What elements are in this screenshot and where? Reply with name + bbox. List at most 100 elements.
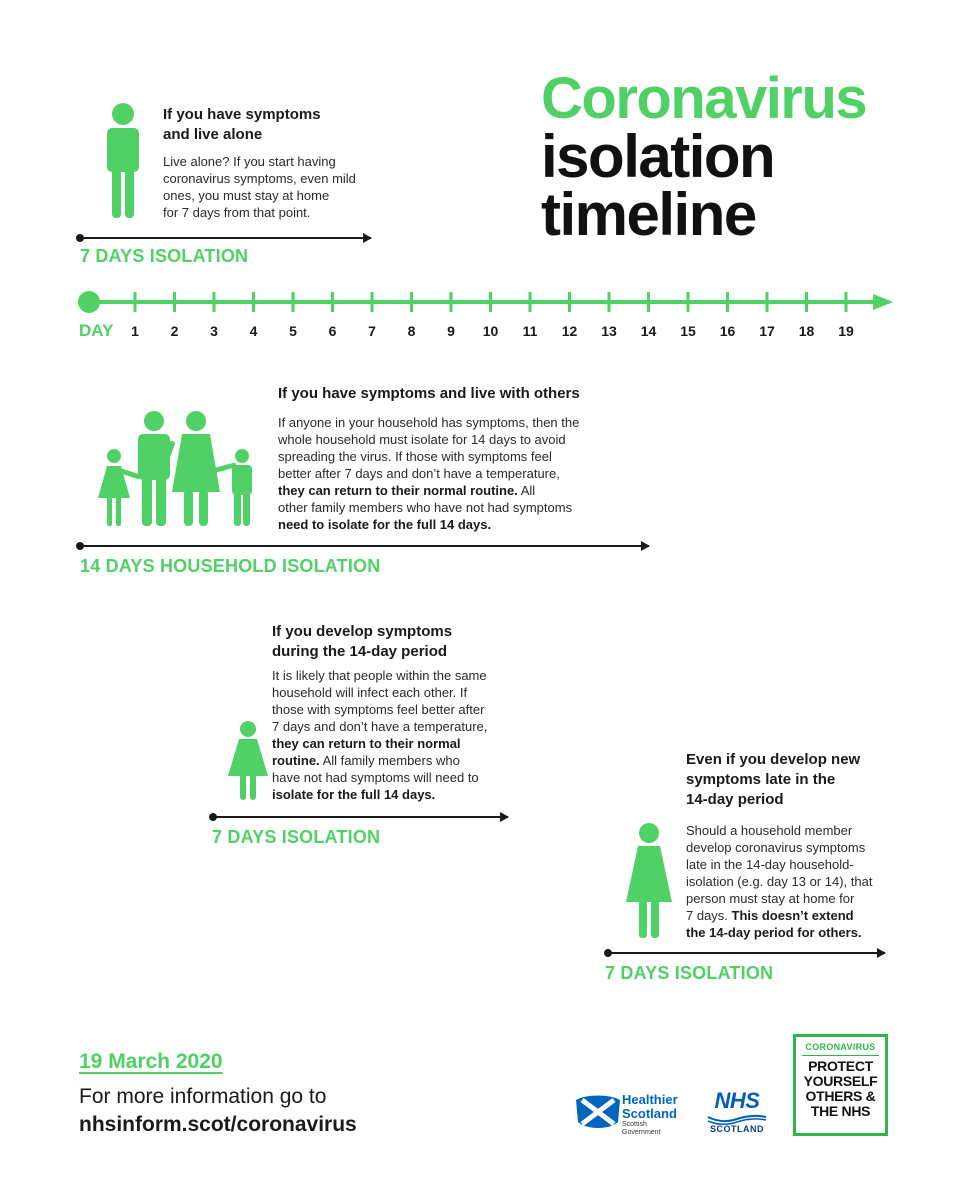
- timeline-tick: [844, 292, 848, 312]
- timeline-tick: [173, 292, 176, 312]
- late-heading-line: Even if you develop new: [686, 751, 861, 768]
- timeline-tick: [252, 292, 255, 312]
- alone-body-line: ones, you must stay at home: [163, 188, 330, 203]
- alone-heading: If you have symptoms and live alone: [163, 105, 321, 145]
- timeline-day-7: 7: [368, 323, 376, 339]
- timeline-day-2: 2: [170, 323, 179, 339]
- logo-subtext: Government: [622, 1129, 661, 1136]
- timeline-tick: [607, 292, 611, 312]
- timeline-day-9: 9: [447, 323, 455, 339]
- during-body-line: they can return to their normal: [272, 735, 487, 752]
- timeline-tick: [726, 292, 729, 312]
- late-body-line: isolation (e.g. day 13 or 14), that: [686, 874, 873, 889]
- alone-duration-label: 7 DAYS ISOLATION: [80, 246, 249, 266]
- woman-figure-icon: [228, 721, 268, 800]
- timeline-tick: [212, 292, 216, 312]
- timeline-day-16: 16: [719, 323, 736, 339]
- during-body-bold: routine.: [272, 753, 320, 768]
- during-body-line: 7 days and don’t have a temperature,: [272, 719, 488, 734]
- timeline-tick: [805, 292, 808, 312]
- late-body-line: late in the 14-day household-: [686, 857, 854, 872]
- timeline-day-5: 5: [289, 323, 297, 339]
- during-body-line: household will infect each other. If: [272, 685, 468, 700]
- timeline-line: [89, 300, 885, 304]
- alone-body-line: for 7 days from that point.: [163, 205, 311, 220]
- alone-body-line: Live alone? If you start having: [163, 154, 336, 169]
- timeline-day-11: 11: [522, 323, 538, 339]
- timeline-day-1: 1: [131, 323, 139, 339]
- more-info-text: For more information go to: [79, 1085, 327, 1108]
- mother-icon: [158, 411, 220, 526]
- timeline-day-13: 13: [601, 323, 617, 339]
- household-duration-arrow: [76, 541, 650, 551]
- timeline-day-18: 18: [798, 323, 815, 339]
- during-body-line: those with symptoms feel better after: [272, 702, 485, 717]
- during-heading-line: during the 14-day period: [272, 643, 448, 660]
- timeline-tick: [370, 292, 374, 312]
- late-body: Should a household member develop corona…: [686, 822, 872, 941]
- timeline-day-14: 14: [640, 323, 657, 339]
- late-heading: Even if you develop new symptoms late in…: [686, 750, 860, 810]
- timeline-tick: [765, 292, 769, 312]
- timeline-day-4: 4: [249, 323, 258, 339]
- household-body-bold: need to isolate for the full 14 days.: [278, 517, 492, 532]
- household-body-line: If anyone in your household has symptoms…: [278, 415, 580, 430]
- child-boy-icon: [214, 449, 252, 526]
- timeline-day-15: 15: [680, 323, 696, 339]
- nhs-wave-icon: [707, 1114, 767, 1125]
- title-line-coronavirus: Coronavirus: [541, 66, 868, 131]
- timeline-tick: [489, 292, 492, 312]
- title-line-timeline: timeline: [541, 181, 757, 248]
- household-heading: If you have symptoms and live with other…: [278, 385, 580, 402]
- logo-subtext: Scottish: [622, 1121, 647, 1128]
- badge-line: PROTECT: [808, 1058, 873, 1074]
- timeline-day-8: 8: [407, 323, 416, 339]
- household-body-text: All: [517, 483, 536, 498]
- late-body-line: the 14-day period for others.: [686, 924, 872, 941]
- badge-top-text: CORONAVIRUS: [805, 1042, 876, 1052]
- timeline-day-label: DAY: [79, 321, 114, 340]
- during-duration-label: 7 DAYS ISOLATION: [212, 827, 381, 847]
- household-body-line: they can return to their normal routine.…: [278, 482, 579, 499]
- timeline-day-19: 19: [838, 323, 854, 339]
- household-body-line: better after 7 days and don’t have a tem…: [278, 466, 560, 481]
- timeline-day-12: 12: [561, 323, 578, 339]
- woman-figure-late-icon: [626, 823, 672, 938]
- timeline-tick: [528, 292, 532, 312]
- late-duration-arrow: [604, 948, 886, 958]
- timeline-tick: [291, 292, 295, 312]
- timeline-arrowhead: [873, 294, 893, 310]
- during-body-line: routine. All family members who: [272, 752, 487, 769]
- household-body-line: need to isolate for the full 14 days.: [278, 516, 579, 533]
- nhs-wordmark: NHS: [714, 1088, 760, 1113]
- during-duration-arrow: [209, 812, 509, 822]
- info-url-link[interactable]: nhsinform.scot/coronavirus: [79, 1113, 357, 1136]
- timeline-axis: [78, 291, 893, 313]
- protect-nhs-badge: CORONAVIRUS PROTECT YOURSELF OTHERS & TH…: [793, 1034, 888, 1136]
- alone-duration-arrow: [76, 233, 372, 243]
- late-body-bold: the 14-day period for others.: [686, 925, 862, 940]
- during-heading: If you develop symptoms during the 14-da…: [272, 622, 452, 662]
- late-heading-line: 14-day period: [686, 791, 784, 808]
- late-body-line: Should a household member: [686, 823, 853, 838]
- late-body-line: 7 days. This doesn’t extend: [686, 907, 872, 924]
- timeline-tick: [568, 292, 571, 312]
- badge-divider: [802, 1055, 879, 1056]
- timeline-tick: [410, 292, 413, 312]
- badge-line: OTHERS &: [805, 1088, 876, 1104]
- page-title: Coronavirus isolation timeline: [541, 66, 868, 248]
- late-heading-line: symptoms late in the: [686, 771, 836, 788]
- during-body-text: All family members who: [319, 753, 460, 768]
- timeline-tick: [449, 292, 453, 312]
- during-body-bold: isolate for the full 14 days.: [272, 787, 436, 802]
- timeline-tick: [686, 292, 690, 312]
- alone-body-line: coronavirus symptoms, even mild: [163, 171, 356, 186]
- during-body: It is likely that people within the same…: [272, 667, 487, 803]
- household-duration-label: 14 DAYS HOUSEHOLD ISOLATION: [80, 556, 381, 576]
- household-body: If anyone in your household has symptoms…: [278, 414, 579, 533]
- healthier-scotland-logo: Healthier Scotland Scottish Government: [622, 1093, 678, 1137]
- late-body-line: develop coronavirus symptoms: [686, 840, 866, 855]
- household-body-line: whole household must isolate for 14 days…: [278, 432, 566, 447]
- household-body-line: other family members who have not had sy…: [278, 500, 573, 515]
- family-figures-icon: [98, 411, 252, 526]
